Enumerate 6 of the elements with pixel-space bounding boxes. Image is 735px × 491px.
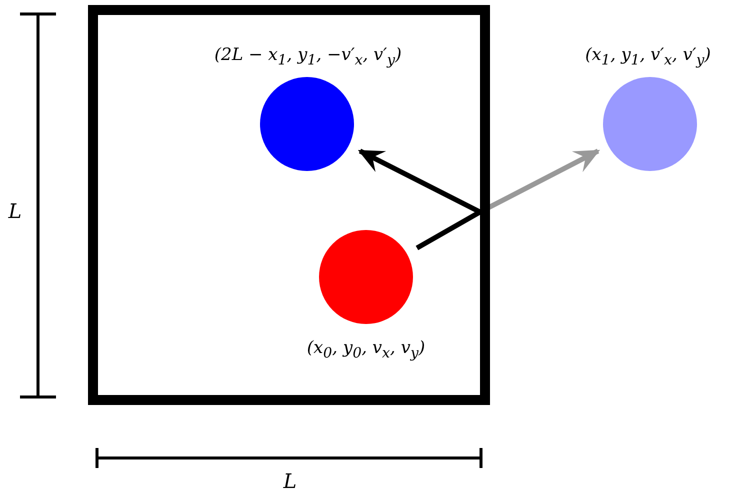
state-label: (2L − x$_{1}$, y$_{1}$, −v′$_{x}$, v′$_{y}$) (214, 45, 402, 70)
wall-box (88, 5, 490, 405)
state-label: (x$_{0}$, y$_{0}$, v$_{x}$, v$_{y}$) (306, 338, 426, 364)
dimension-label: L (283, 471, 297, 491)
state-label: (x$_{1}$, y$_{1}$, v′$_{x}$, v′$_{y}$) (585, 45, 711, 70)
dimension-label: L (8, 201, 22, 221)
